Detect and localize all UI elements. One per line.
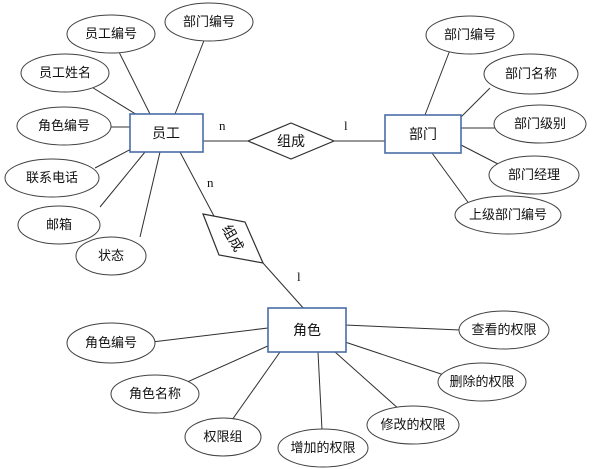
attribute-label: 部门级别 <box>514 117 566 132</box>
edge-employee-rel-role <box>179 151 216 219</box>
attribute-label: 联系电话 <box>26 171 78 186</box>
edge-department-parent-id <box>431 152 471 206</box>
attribute-department-manager: 部门经理 <box>488 155 580 195</box>
attribute-role-perm-group: 权限组 <box>184 417 262 457</box>
attribute-label: 部门名称 <box>505 66 557 82</box>
attribute-label: 部门经理 <box>508 168 560 183</box>
attribute-label: 角色名称 <box>129 386 181 402</box>
attribute-label: 部门编号 <box>444 28 496 43</box>
attribute-label: 增加的权限 <box>290 440 355 456</box>
entity-label: 员工 <box>152 126 180 142</box>
attribute-role-role-name: 角色名称 <box>110 374 200 414</box>
edge-role-perm-group <box>231 351 281 421</box>
attribute-role-view-perm: 查看的权限 <box>458 310 550 350</box>
edge-role-add-perm <box>317 351 323 431</box>
attribute-label: 部门编号 <box>183 15 235 30</box>
attribute-label: 员工编号 <box>85 27 137 42</box>
attribute-employee-dept-id: 部门编号 <box>164 2 254 42</box>
entity-label: 部门 <box>409 127 437 143</box>
attribute-role-edit-perm: 修改的权限 <box>366 405 460 445</box>
attribute-label: 角色编号 <box>38 118 90 134</box>
edge-department-manager <box>460 144 499 165</box>
cardinality-employee-dept-l: l <box>344 118 348 133</box>
edge-rel-role-role <box>262 262 306 311</box>
entity-department: 部门 <box>384 114 462 154</box>
edge-role-role-name <box>184 344 271 384</box>
attribute-department-dept-id: 部门编号 <box>425 15 515 55</box>
cardinality-employee-dept-n: n <box>219 118 226 133</box>
cardinality-employee-role-n: n <box>207 175 214 190</box>
relationship-employee-department: 组成 <box>246 122 336 160</box>
entity-label: 角色 <box>293 322 321 339</box>
edge-role-edit-perm <box>334 351 401 411</box>
edge-department-name <box>459 87 491 119</box>
attribute-employee-status: 状态 <box>75 236 147 276</box>
entity-employee: 员工 <box>129 113 204 153</box>
cardinality-employee-role-l: l <box>297 269 301 284</box>
attribute-department-level: 部门级别 <box>493 104 587 144</box>
edge-employee-dept-id <box>174 37 206 115</box>
attribute-label: 状态 <box>98 249 124 264</box>
edge-role-view-perm <box>344 324 461 331</box>
attribute-label: 修改的权限 <box>380 417 445 433</box>
attribute-employee-name: 员工姓名 <box>20 53 110 93</box>
attribute-role-add-perm: 增加的权限 <box>277 428 369 468</box>
attribute-label: 查看的权限 <box>471 322 536 338</box>
edge-employee-phone <box>94 146 136 169</box>
attribute-label: 角色编号 <box>85 335 137 351</box>
edge-employee-id <box>117 49 151 115</box>
relationship-label: 组成 <box>277 134 305 150</box>
attribute-employee-email: 邮箱 <box>17 205 101 245</box>
attribute-label: 上级部门编号 <box>469 208 547 223</box>
attribute-role-role-id: 角色编号 <box>66 322 156 364</box>
edge-role-role-id <box>151 327 269 343</box>
edge-department-dept-id <box>424 49 451 116</box>
attribute-employee-role-id: 角色编号 <box>16 106 112 146</box>
connector-lines <box>89 37 502 431</box>
attribute-department-name: 部门名称 <box>483 53 579 95</box>
edge-employee-email <box>99 151 146 208</box>
relationship-employee-role: 组成 <box>202 213 265 264</box>
edge-role-delete-perm <box>344 341 451 378</box>
entity-role: 角色 <box>267 307 347 353</box>
attribute-label: 删除的权限 <box>449 374 514 390</box>
attribute-label: 员工姓名 <box>39 65 91 81</box>
attribute-employee-phone: 联系电话 <box>4 158 100 198</box>
attribute-employee-id: 员工编号 <box>66 14 156 54</box>
attribute-department-parent-id: 上级部门编号 <box>454 195 562 235</box>
attribute-label: 权限组 <box>203 429 242 445</box>
attribute-label: 邮箱 <box>46 217 72 233</box>
edge-employee-status <box>139 151 161 238</box>
attribute-role-delete-perm: 删除的权限 <box>437 362 527 402</box>
edge-employee-name <box>89 85 143 119</box>
